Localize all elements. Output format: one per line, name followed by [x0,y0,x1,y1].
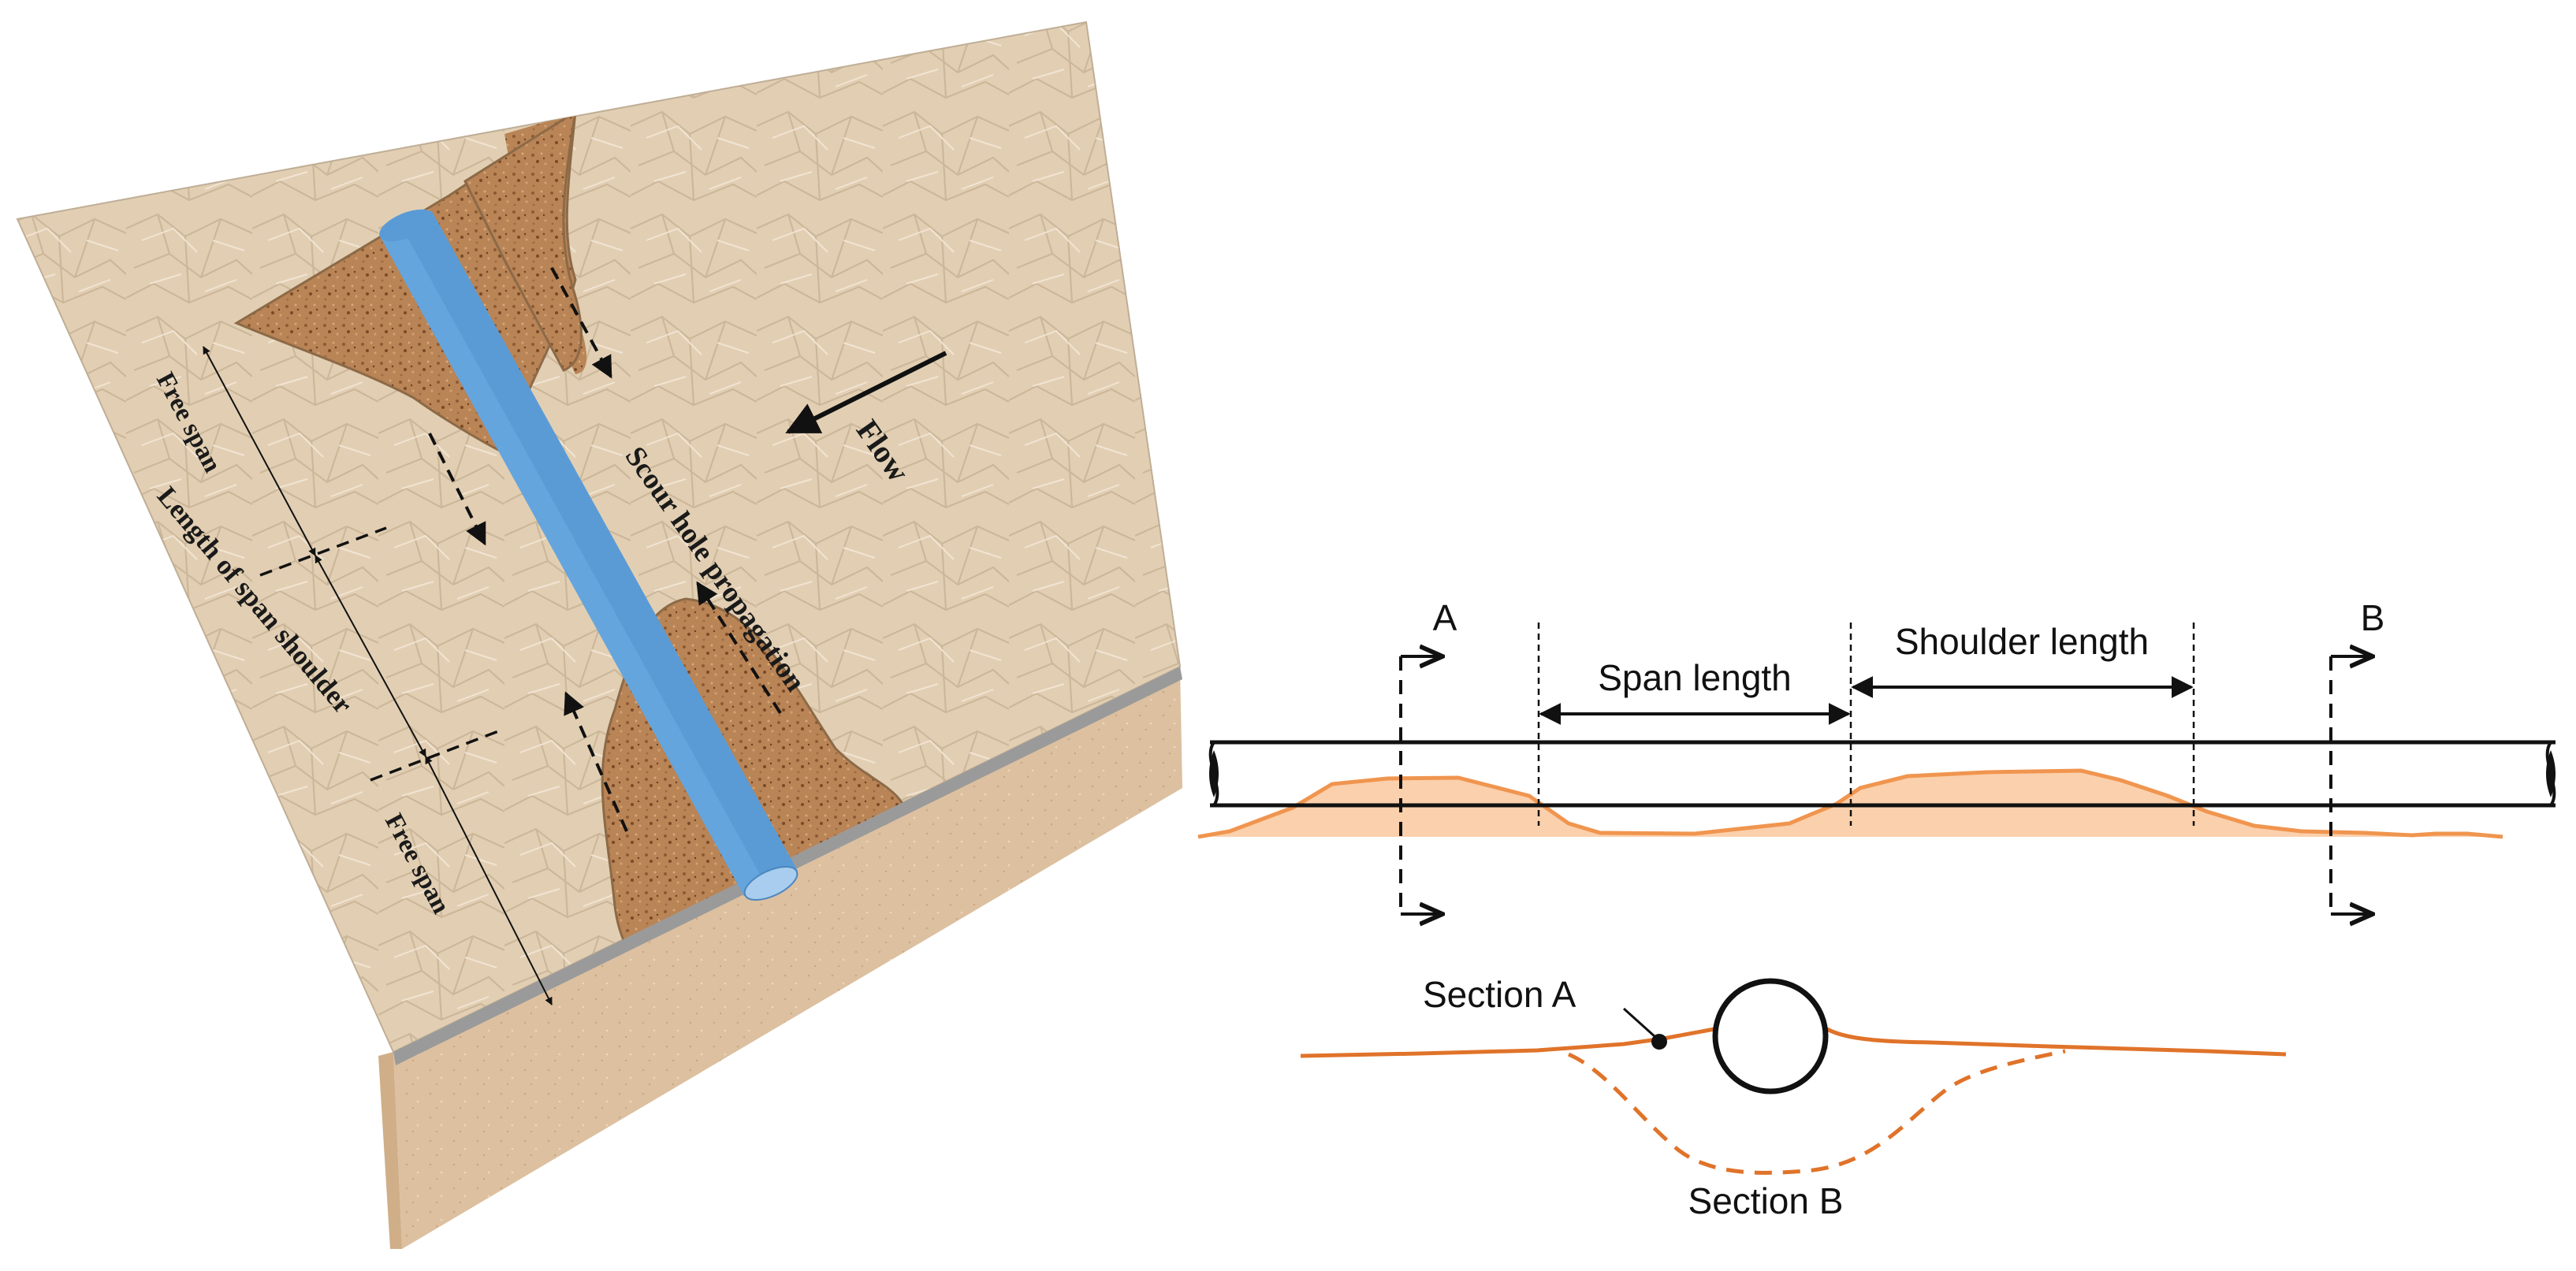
section-marker-a [1399,656,1442,914]
section-marker-b [2329,656,2373,914]
profile-guides [1537,622,2195,826]
section-a-leader [1622,1007,1657,1039]
section-a-label: Section A [1423,974,1576,1015]
section-b-label: Section B [1688,1180,1844,1221]
seabed-view: Flow Scour hole propagation Free span Le… [16,20,1182,1249]
upper-scour-hole-right [463,109,583,372]
section-b-seabed-line [1567,1049,2066,1175]
pipe-end [743,865,798,901]
scour-propagation-arrows [428,267,782,832]
section-pipe [1712,978,1829,1094]
seabed-side-face [393,667,1182,1249]
pipeline [379,209,798,901]
section-marker-b-label: B [2361,597,2385,638]
span-length-label: Span length [1598,657,1792,698]
span-dimension-lines [203,346,553,1005]
section-a-seabed-line [1300,1027,2287,1058]
dimension-dashed-lines [259,526,505,782]
pipe-break-left [1209,750,1219,797]
profile-view: Span length Shoulder length A B [1197,597,2556,914]
pipe-break-right [2546,750,2556,797]
section-a-point [1651,1034,1667,1050]
shoulder-length-label: Shoulder length [1895,621,2149,662]
section-marker-a-label: A [1433,597,1457,638]
seabed-side-face-left [378,1052,402,1249]
flow-arrow [785,351,947,434]
cross-section-view: Section A Section B [1300,974,2287,1221]
